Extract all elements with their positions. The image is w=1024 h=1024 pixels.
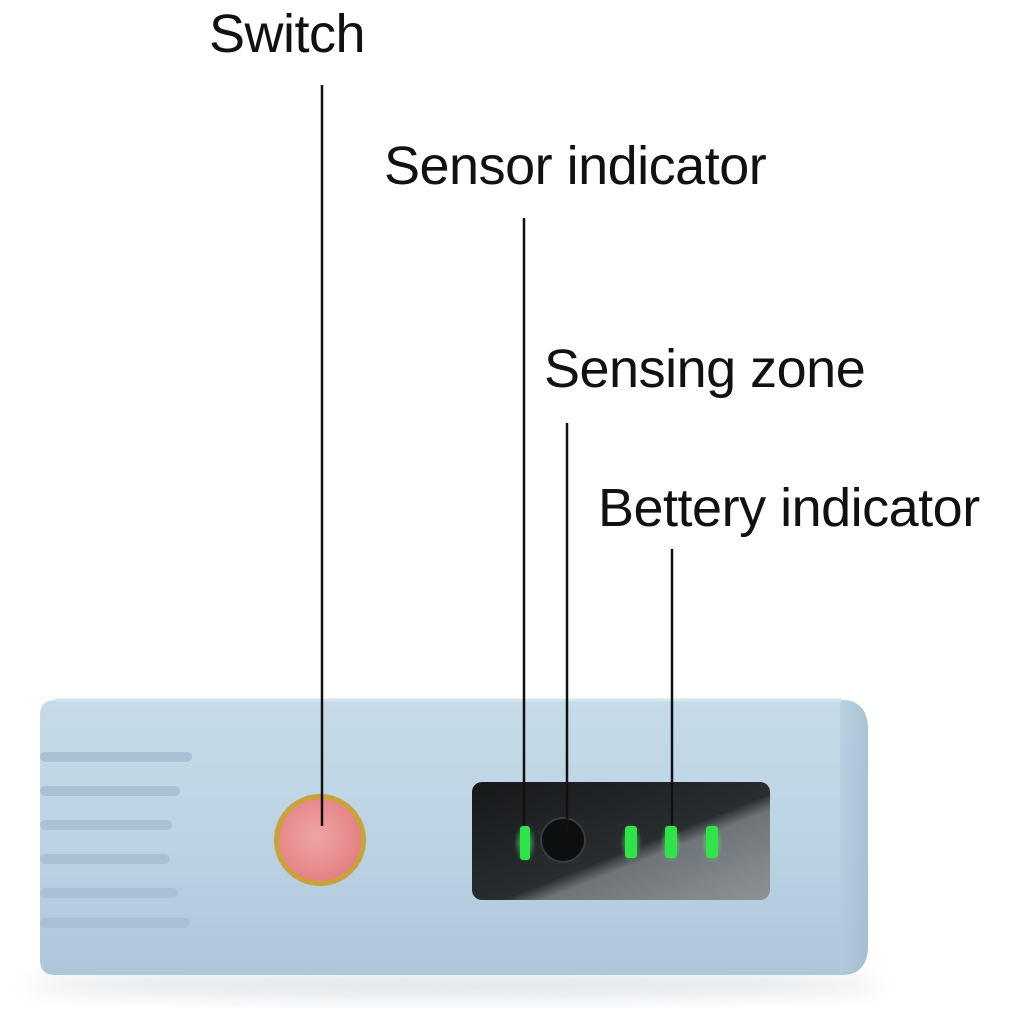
- sensor-led: [514, 823, 536, 863]
- sensing-zone-circle: [540, 817, 586, 863]
- sensing-zone-label: Sensing zone: [544, 339, 866, 399]
- switch-button[interactable]: [274, 794, 366, 886]
- device-body: [40, 698, 868, 975]
- grip-ridges: [40, 752, 192, 928]
- device-shadow: [25, 971, 885, 999]
- sensor-indicator-label: Sensor indicator: [384, 136, 767, 196]
- battery-led: [701, 823, 723, 863]
- switch-label: Switch: [209, 4, 366, 64]
- battery-led: [660, 823, 682, 863]
- battery-led: [620, 823, 642, 863]
- battery-indicator-label: Bettery indicator: [598, 478, 980, 538]
